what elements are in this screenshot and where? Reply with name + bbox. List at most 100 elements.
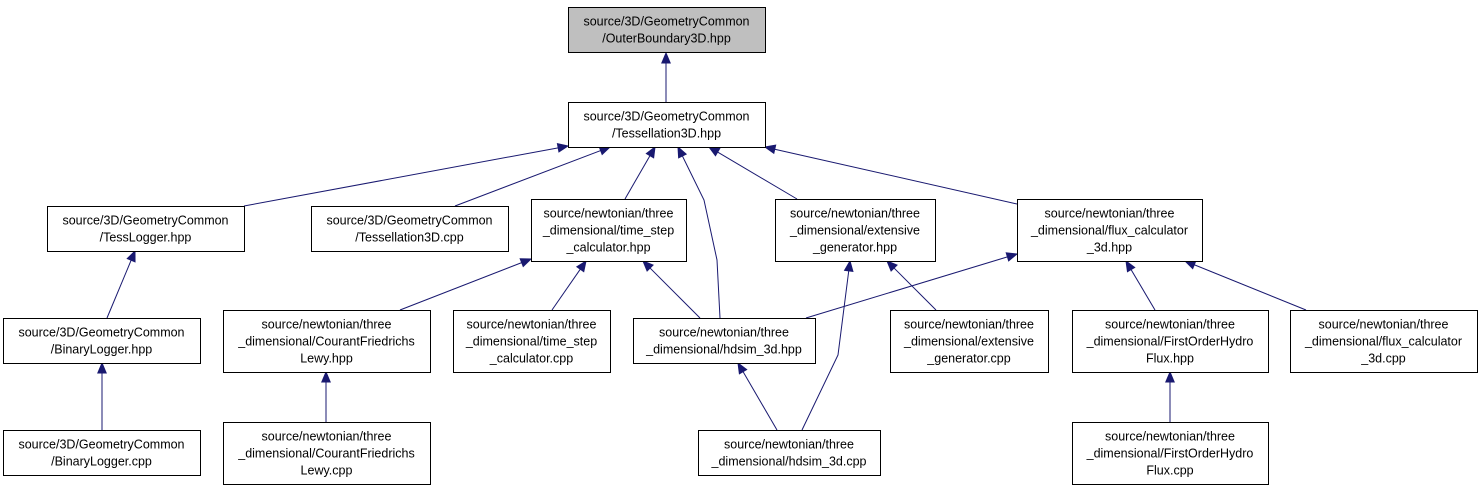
node-label-line: /TessLogger.hpp [100, 231, 192, 245]
arrowhead [1005, 252, 1019, 262]
node-outer-boundary-hpp[interactable]: source/3D/GeometryCommon/OuterBoundary3D… [568, 7, 766, 53]
node-label-line: _dimensional/CourantFriedrichs [237, 447, 414, 461]
node-label-line: _dimensional/FirstOrderHydro [1086, 335, 1254, 349]
node-time-step-calculator-hpp[interactable]: source/newtonian/three_dimensional/time_… [531, 199, 687, 262]
node-label-line: source/3D/GeometryCommon [18, 326, 184, 340]
node-label-line: source/3D/GeometryCommon [18, 438, 184, 452]
node-label-line: /OuterBoundary3D.hpp [602, 32, 731, 46]
node-tessellation3d-cpp[interactable]: source/3D/GeometryCommon/Tessellation3D.… [311, 206, 509, 252]
node-box [568, 102, 766, 148]
node-box [775, 199, 936, 262]
node-label-line: _dimensional/extensive [789, 224, 920, 238]
node-label-line: Lewy.cpp [301, 464, 353, 478]
node-label-line: _calculator.cpp [489, 352, 573, 366]
node-box [311, 206, 509, 252]
node-box [890, 310, 1049, 373]
edge-binarylogger_hpp-to-tesslogger_hpp [106, 249, 136, 319]
node-tesslogger-hpp[interactable]: source/3D/GeometryCommon/TessLogger.hpp [47, 206, 245, 252]
node-label-line: source/3D/GeometryCommon [583, 110, 749, 124]
edge-courant_hpp-to-time_step_calculator_hpp [399, 258, 533, 311]
node-label-line: _dimensional/time_step [542, 224, 674, 238]
edge-line [893, 267, 937, 311]
node-binarylogger-cpp[interactable]: source/3D/GeometryCommon/BinaryLogger.cp… [3, 430, 201, 476]
node-hdsim-3d-hpp[interactable]: source/newtonian/three_dimensional/hdsim… [633, 318, 816, 364]
edge-line [742, 371, 778, 431]
node-box [1072, 422, 1269, 485]
arrowhead [677, 145, 688, 159]
node-box [223, 422, 431, 485]
edge-tessellation3d_hpp-to-outer_boundary_hpp [661, 51, 671, 102]
edge-line [774, 148, 1018, 205]
node-box [698, 430, 881, 476]
node-label-line: source/newtonian/three [904, 318, 1034, 332]
node-box [453, 310, 611, 373]
node-label-line: Flux.hpp [1146, 352, 1194, 366]
node-box [1017, 199, 1203, 262]
node-label-line: source/newtonian/three [467, 318, 597, 332]
node-flux-calculator-3d-cpp[interactable]: source/newtonian/three_dimensional/flux_… [1290, 310, 1478, 373]
node-box [1290, 310, 1478, 373]
node-label-line: /Tessellation3D.cpp [355, 231, 463, 245]
edge-line [681, 155, 721, 319]
edge-line [243, 147, 559, 207]
node-label-line: source/newtonian/three [790, 207, 920, 221]
edge-line [649, 267, 701, 319]
node-label-line: _dimensional/hdsim_3d.hpp [645, 343, 802, 357]
nodes-layer: source/3D/GeometryCommon/OuterBoundary3D… [3, 7, 1478, 485]
node-label-line: source/3D/GeometryCommon [326, 214, 492, 228]
node-label-line: _dimensional/extensive [903, 335, 1034, 349]
node-label-line: _dimensional/flux_calculator [1304, 335, 1462, 349]
edge-first_order_hydro_hpp-to-flux_calculator_3d_hpp [1125, 259, 1156, 311]
edge-line [717, 151, 798, 200]
arrowhead [737, 361, 748, 375]
edges-layer [97, 51, 1307, 431]
node-binarylogger-hpp[interactable]: source/3D/GeometryCommon/BinaryLogger.hp… [3, 318, 201, 364]
edge-hdsim_3d_hpp-to-flux_calculator_3d_hpp [805, 252, 1019, 319]
node-box [223, 310, 431, 373]
node-label-line: source/newtonian/three [1105, 318, 1235, 332]
node-label-line: source/3D/GeometryCommon [583, 15, 749, 29]
arrowhead [519, 258, 533, 268]
arrowhead [763, 144, 777, 155]
edge-courant_cpp-to-courant_hpp [321, 370, 331, 422]
edge-extensive_generator_cpp-to-extensive_generator_hpp [886, 260, 937, 311]
edge-line [805, 256, 1008, 319]
node-label-line: source/newtonian/three [1105, 430, 1235, 444]
node-label-line: source/newtonian/three [1045, 207, 1175, 221]
node-label-line: source/newtonian/three [724, 438, 854, 452]
node-flux-calculator-3d-hpp[interactable]: source/newtonian/three_dimensional/flux_… [1017, 199, 1203, 262]
arrowhead [661, 51, 671, 64]
edge-hdsim_3d_hpp-to-time_step_calculator_hpp [642, 260, 701, 319]
arrowhead [642, 260, 654, 272]
edge-flux_calculator_3d_hpp-to-tessellation3d_hpp [763, 144, 1018, 205]
node-label-line: _generator.cpp [926, 352, 1010, 366]
node-label-line: /Tessellation3D.hpp [612, 127, 721, 141]
edge-hdsim_3d_hpp-to-tessellation3d_hpp [677, 145, 721, 319]
edge-line [1130, 269, 1156, 311]
node-first-order-hydro-hpp[interactable]: source/newtonian/three _dimensional/First… [1072, 310, 1269, 373]
arrowhead [1183, 260, 1197, 270]
edge-flux_calculator_3d_cpp-to-flux_calculator_3d_hpp [1183, 260, 1307, 311]
arrowhead [321, 370, 331, 383]
node-extensive-generator-cpp[interactable]: source/newtonian/three _dimensional/exten… [890, 310, 1049, 373]
node-label-line: _3d.hpp [1086, 241, 1132, 255]
node-courant-cpp[interactable]: source/newtonian/three _dimensional/Coura… [223, 422, 431, 485]
node-label-line: Lewy.hpp [300, 352, 353, 366]
node-extensive-generator-hpp[interactable]: source/newtonian/three _dimensional/exten… [775, 199, 936, 262]
node-label-line: /BinaryLogger.hpp [51, 343, 153, 357]
node-label-line: source/newtonian/three [262, 430, 392, 444]
node-box [3, 318, 201, 364]
arrowhead [97, 361, 107, 374]
arrowhead [1125, 259, 1136, 273]
node-courant-hpp[interactable]: source/newtonian/three_dimensional/Coura… [223, 310, 431, 373]
edge-tessellation3d_cpp-to-tessellation3d_hpp [454, 146, 612, 207]
edge-first_order_hydro_cpp-to-first_order_hydro_hpp [1165, 370, 1175, 422]
node-label-line: _dimensional/FirstOrderHydro [1086, 447, 1254, 461]
node-time-step-calculator-cpp[interactable]: source/newtonian/three_dimensional/time_… [453, 310, 611, 373]
edge-line [106, 260, 132, 319]
arrowhead [126, 249, 136, 263]
node-label-line: Flux.cpp [1146, 464, 1193, 478]
node-hdsim-3d-cpp[interactable]: source/newtonian/three_dimensional/hdsim… [698, 430, 881, 476]
node-tessellation3d-hpp[interactable]: source/3D/GeometryCommon/Tessellation3D.… [568, 102, 766, 148]
node-first-order-hydro-cpp[interactable]: source/newtonian/three _dimensional/First… [1072, 422, 1269, 485]
